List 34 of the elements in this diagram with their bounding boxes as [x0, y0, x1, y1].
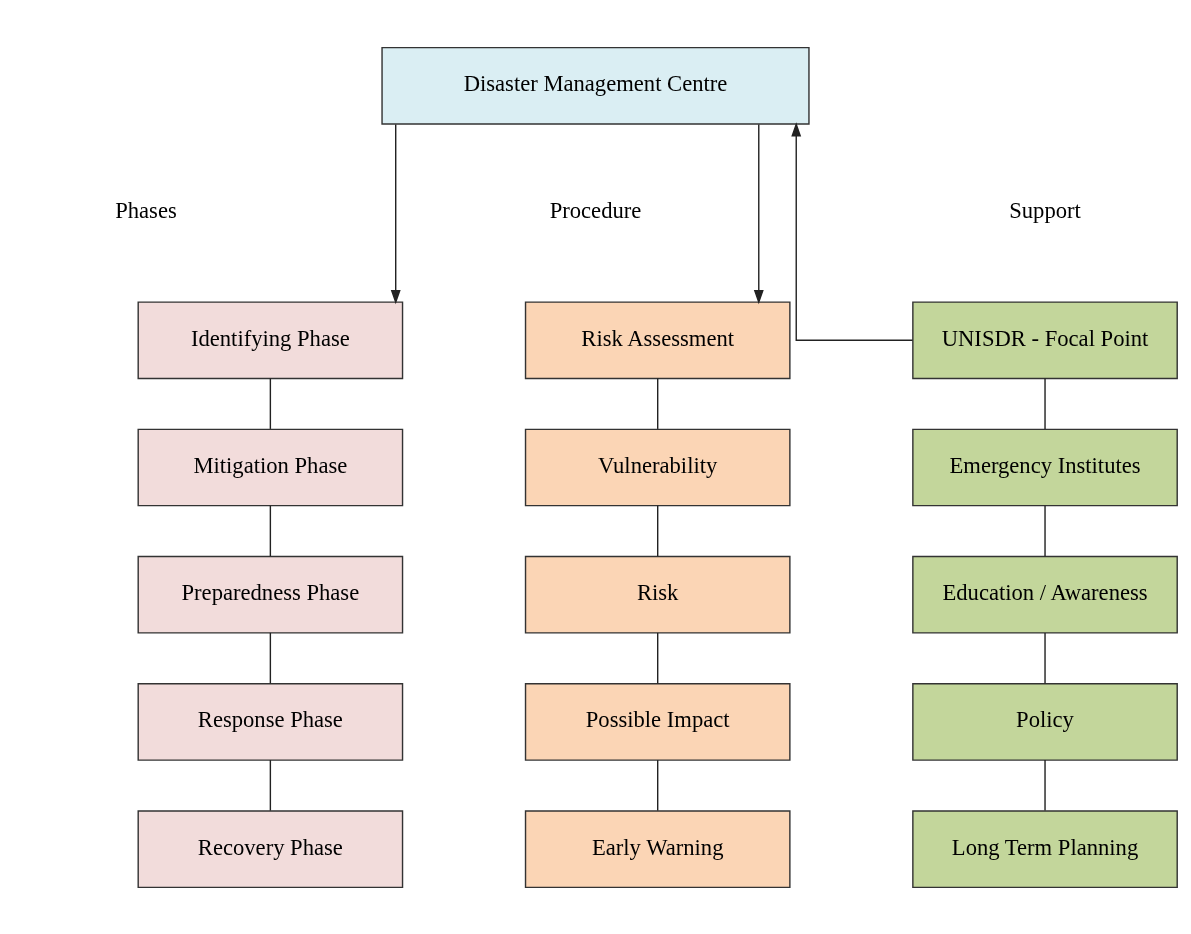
- node-box: Long Term Planning: [912, 809, 1178, 888]
- node-box: Preparedness Phase: [137, 555, 404, 634]
- node-box: Risk: [524, 555, 791, 634]
- node-box: Recovery Phase: [137, 809, 404, 888]
- connector: [1044, 631, 1046, 684]
- node-box: Response Phase: [137, 682, 404, 761]
- node-box: Possible Impact: [524, 682, 791, 761]
- node-box: Risk Assessment: [524, 300, 791, 379]
- connector: [1044, 504, 1046, 557]
- label: Procedure: [549, 197, 642, 223]
- node-box: Mitigation Phase: [137, 428, 404, 506]
- node-box: Disaster Management Centre: [381, 46, 810, 125]
- connector: [657, 377, 659, 430]
- connector: [269, 758, 272, 811]
- node-box: Policy: [912, 682, 1178, 761]
- connector: [269, 504, 272, 557]
- connector: [657, 504, 659, 557]
- arrow: [753, 123, 764, 304]
- connector: [657, 631, 659, 684]
- label: Phases: [115, 197, 177, 223]
- connector: [657, 758, 659, 811]
- arrow: [791, 121, 914, 341]
- connector: [1044, 758, 1046, 811]
- connector: [269, 377, 272, 430]
- node-box: UNISDR - Focal Point: [912, 300, 1178, 379]
- node-box: Early Warning: [524, 809, 791, 888]
- label: Support: [1009, 197, 1081, 223]
- node-box: Identifying Phase: [137, 300, 404, 379]
- connector: [269, 631, 272, 684]
- node-box: Vulnerability: [524, 428, 791, 506]
- connector: [1044, 377, 1046, 430]
- node-box: Emergency Institutes: [912, 428, 1178, 506]
- arrow: [390, 123, 401, 304]
- node-box: Education / Awareness: [912, 555, 1178, 634]
